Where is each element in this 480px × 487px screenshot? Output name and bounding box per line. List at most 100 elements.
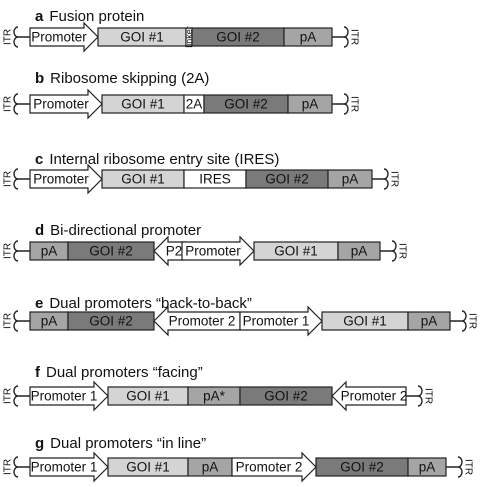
panel-title: a Fusion protein xyxy=(35,8,144,25)
panel-c: c Internal ribosome entry site (IRES) ITR I… xyxy=(3,151,400,195)
promoter-arrow xyxy=(239,305,323,337)
panel-title-text: Internal ribosome entry site (IRES) xyxy=(49,151,279,168)
linker-label: linker xyxy=(184,26,194,48)
panel-letter: g xyxy=(35,435,44,452)
goi2-label: GOI #2 xyxy=(264,389,308,404)
pA-block xyxy=(287,94,333,114)
itr-label: ITR xyxy=(3,388,14,404)
panel-title-text: Bi-directional promoter xyxy=(50,222,201,239)
goi2-label: GOI #2 xyxy=(265,172,309,187)
pA-label: pA xyxy=(41,314,58,329)
promoter-arrow xyxy=(153,305,241,337)
pA-block xyxy=(283,27,333,47)
goi1-label: GOI #1 xyxy=(121,97,165,112)
pA-label: pA xyxy=(351,244,368,259)
itr-label: ITR xyxy=(389,171,400,187)
pA-label: pA xyxy=(342,172,359,187)
panel-f: f Dual promoters “facing” ITR ITR Promoter 1… xyxy=(3,364,434,412)
goi1-label: GOI #1 xyxy=(274,244,318,259)
panel-title: e Dual promoters “back-to-back” xyxy=(35,295,252,312)
panel-title-text: Dual promoters “in line” xyxy=(50,435,206,452)
itr-label: ITR xyxy=(397,243,408,259)
itr-label: ITR xyxy=(3,459,14,475)
promoter-arrow xyxy=(181,235,255,267)
pA-label: pA xyxy=(421,314,438,329)
promoter-label: Promoter 1 xyxy=(243,314,310,329)
promoter-arrow xyxy=(29,380,109,412)
pA-label: pA xyxy=(300,30,317,45)
itr-label: ITR xyxy=(349,96,360,112)
goi1-label: GOI #1 xyxy=(343,314,387,329)
panel-title: f Dual promoters “facing” xyxy=(35,364,203,381)
panel-title: b Ribosome skipping (2A) xyxy=(35,70,209,87)
promoter-label: Promoter 1 xyxy=(31,389,98,404)
panel-title: c Internal ribosome entry site (IRES) xyxy=(35,151,279,168)
promoter-arrow xyxy=(29,451,109,483)
itr-label: ITR xyxy=(463,459,474,475)
pA-block xyxy=(407,311,451,331)
itr-right: ITR xyxy=(332,93,360,115)
goi2-label: GOI #2 xyxy=(224,97,268,112)
promoter-label: Promoter xyxy=(31,30,87,45)
panel-title-text: Ribosome skipping (2A) xyxy=(50,70,209,87)
goi2-label: GOI #2 xyxy=(216,30,260,45)
itr-left: ITR xyxy=(3,93,30,115)
panel-g: g Dual promoters “in line” ITR ITR Promoter … xyxy=(3,435,474,483)
itr-left: ITR xyxy=(3,240,30,262)
panel-title: d Bi-directional promoter xyxy=(35,222,201,239)
pA-label: pA xyxy=(202,460,219,475)
itr-right: ITR xyxy=(406,385,434,407)
pA-label: pA xyxy=(302,97,319,112)
itr-label: ITR xyxy=(3,313,14,329)
panel-e: e Dual promoters “back-to-back” ITR ITR pA GO… xyxy=(3,295,478,337)
panel-title-text: Dual promoters “facing” xyxy=(46,364,203,381)
pA-label: pA xyxy=(41,244,58,259)
linker-label: 2A xyxy=(186,97,203,112)
promoter-arrow xyxy=(331,380,407,412)
itr-left: ITR xyxy=(3,385,30,407)
itr-left: ITR xyxy=(3,26,30,48)
pA-label: pA* xyxy=(203,389,226,404)
promoter-label: Promoter xyxy=(33,97,89,112)
panel-letter: e xyxy=(35,295,43,312)
panel-title-text: Dual promoters “back-to-back” xyxy=(49,295,252,312)
goi2-label: GOI #2 xyxy=(340,460,384,475)
itr-label: ITR xyxy=(3,29,14,45)
promoter-arrow xyxy=(29,21,99,53)
pA-label: pA xyxy=(419,460,436,475)
panel-title-text: Fusion protein xyxy=(49,8,144,25)
promoter-label: Promoter 2 xyxy=(169,314,236,329)
linker-label: IRES xyxy=(199,172,231,187)
goi2-label: GOI #2 xyxy=(89,244,133,259)
itr-label: ITR xyxy=(349,29,360,45)
itr-label: ITR xyxy=(423,388,434,404)
panel-letter: f xyxy=(35,364,41,381)
itr-label: ITR xyxy=(467,313,478,329)
itr-left: ITR xyxy=(3,456,30,478)
panel-letter: b xyxy=(35,70,44,87)
itr-label: ITR xyxy=(3,243,14,259)
itr-left: ITR xyxy=(3,168,30,190)
itr-label: ITR xyxy=(3,171,14,187)
panel-letter: c xyxy=(35,151,43,168)
promoter-label: Promoter 2 xyxy=(341,389,408,404)
itr-right: ITR xyxy=(332,26,360,48)
promoter-label: P2 xyxy=(166,244,183,259)
itr-left: ITR xyxy=(3,310,30,332)
panel-title: g Dual promoters “in line” xyxy=(35,435,206,452)
promoter-label: Promoter 1 xyxy=(31,460,98,475)
panel-letter: a xyxy=(35,8,44,25)
itr-right: ITR xyxy=(372,168,400,190)
pA-block xyxy=(337,241,381,261)
goi1-label: GOI #1 xyxy=(121,172,165,187)
panel-letter: d xyxy=(35,222,44,239)
promoter-arrow xyxy=(29,88,103,120)
itr-right: ITR xyxy=(380,240,408,262)
goi2-label: GOI #2 xyxy=(89,314,133,329)
goi1-label: GOI #1 xyxy=(126,389,170,404)
promoter-label: Promoter xyxy=(185,244,241,259)
